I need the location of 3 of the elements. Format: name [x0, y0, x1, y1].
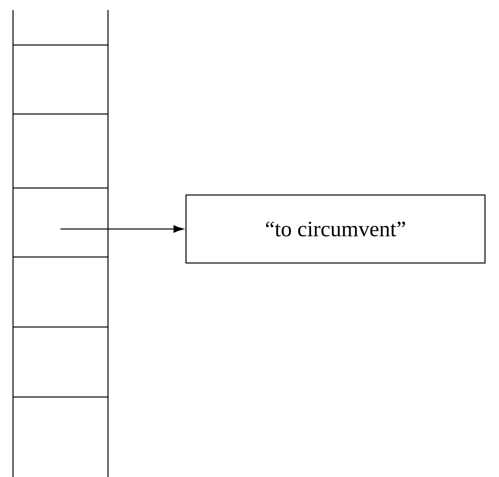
array-cell: [12, 188, 108, 258]
text-box: “to circumvent”: [186, 194, 486, 264]
arrow: [60, 225, 184, 233]
